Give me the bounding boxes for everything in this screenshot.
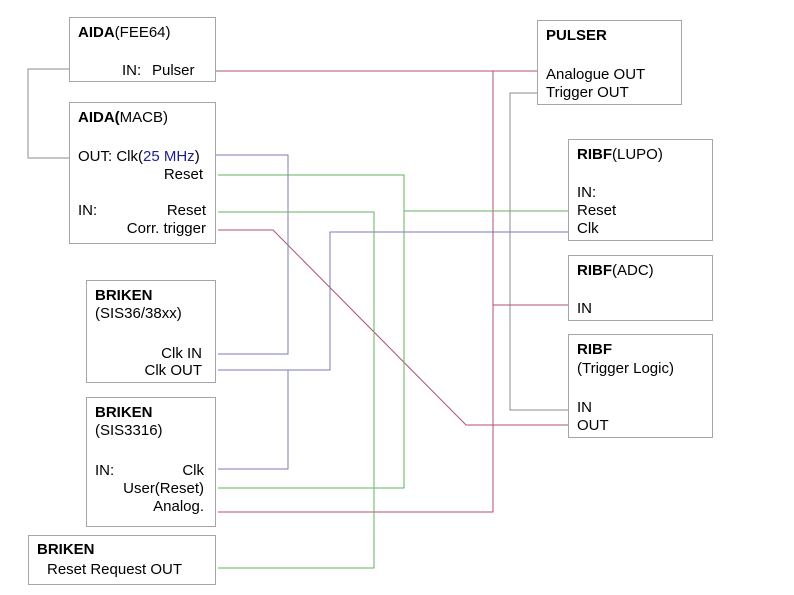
aida-macb-out-clk: OUT: Clk(25 MHz)	[78, 148, 200, 166]
wire-sis3316-clk	[218, 370, 289, 470]
pulser-title: PULSER	[546, 27, 607, 44]
ribf-lupo-clk: Clk	[577, 220, 599, 237]
ribf-adc-subtitle: (ADC)	[612, 262, 654, 279]
ribf-lupo-in-label: IN:	[577, 184, 597, 201]
briken-sis36-title: BRIKEN	[95, 287, 153, 304]
ribf-trig-subtitle: (Trigger Logic)	[577, 360, 674, 377]
briken-sis36-clk-in: Clk IN	[161, 345, 202, 362]
ribf-adc-title: RIBF	[577, 262, 612, 279]
aida-macb-subtitle: MACB)	[119, 109, 169, 126]
wire-trigger-out	[509, 92, 570, 411]
wire-analogue-vertical	[218, 71, 494, 513]
briken-sis36-box: BRIKEN (SIS36/38xx) Clk IN Clk OUT	[86, 280, 216, 383]
briken-sis3316-user-reset: User(Reset)	[123, 480, 204, 497]
aida-macb-in-reset: Reset	[166, 202, 206, 219]
wire-sis-clk-out	[218, 231, 570, 371]
briken-sis3316-box: BRIKEN (SIS3316) IN: Clk User(Reset) Ana…	[86, 397, 216, 527]
briken-reset-box: BRIKEN Reset Request OUT	[28, 535, 216, 585]
pulser-analogue-out: Analogue OUT	[546, 66, 646, 83]
aida-macb-title: AIDA(	[78, 109, 120, 126]
briken-sis3316-title: BRIKEN	[95, 404, 153, 421]
ribf-adc-in: IN	[577, 300, 592, 317]
wire-fee-macb-loop	[27, 68, 70, 159]
ribf-lupo-subtitle: (LUPO)	[612, 146, 663, 163]
wire-corr-trigger	[218, 229, 570, 426]
pulser-trigger-out: Trigger OUT	[546, 84, 629, 101]
wire-macb-reset-out	[218, 174, 405, 489]
ribf-trigger-logic-box: RIBF (Trigger Logic) IN OUT	[568, 334, 713, 438]
ribf-lupo-reset: Reset	[577, 202, 617, 219]
wire-macb-clk	[215, 154, 289, 355]
briken-sis3316-analog: Analog.	[153, 498, 204, 515]
aida-fee-pulser: Pulser	[152, 62, 195, 79]
aida-fee-title: AIDA	[78, 24, 115, 41]
briken-reset-request-out: Reset Request OUT	[47, 561, 183, 578]
ribf-adc-box: RIBF(ADC) IN	[568, 255, 713, 321]
wire-reset-request	[218, 211, 375, 569]
briken-sis3316-in-label: IN:	[95, 462, 115, 479]
ribf-lupo-title: RIBF	[577, 146, 612, 163]
briken-reset-title: BRIKEN	[37, 541, 95, 558]
pulser-box: PULSER Analogue OUT Trigger OUT	[537, 20, 682, 105]
ribf-trig-title: RIBF	[577, 341, 612, 358]
aida-macb-corr-trigger: Corr. trigger	[126, 220, 206, 237]
briken-sis3316-clk: Clk	[182, 462, 204, 479]
briken-sis3316-subtitle: (SIS3316)	[95, 422, 163, 439]
briken-sis36-clk-out: Clk OUT	[144, 362, 203, 379]
aida-fee-subtitle: (FEE64)	[114, 24, 171, 41]
aida-macb-box: AIDA(MACB) OUT: Clk(25 MHz) Reset IN: Re…	[69, 102, 216, 244]
aida-macb-out-close: )	[194, 148, 200, 165]
aida-fee64-box: AIDA(FEE64) IN: Pulser	[69, 17, 216, 82]
ribf-trig-out: OUT	[577, 417, 609, 434]
aida-fee-in-label: IN:	[122, 62, 142, 79]
aida-macb-out-prefix: OUT: Clk(	[78, 148, 143, 165]
aida-macb-freq: 25 MHz	[143, 148, 195, 165]
aida-macb-in-label: IN:	[78, 202, 98, 219]
ribf-lupo-box: RIBF(LUPO) IN: Reset Clk	[568, 139, 713, 241]
ribf-trig-in: IN	[577, 399, 592, 416]
briken-sis36-subtitle: (SIS36/38xx)	[95, 305, 182, 322]
aida-macb-out-reset: Reset	[163, 166, 203, 183]
